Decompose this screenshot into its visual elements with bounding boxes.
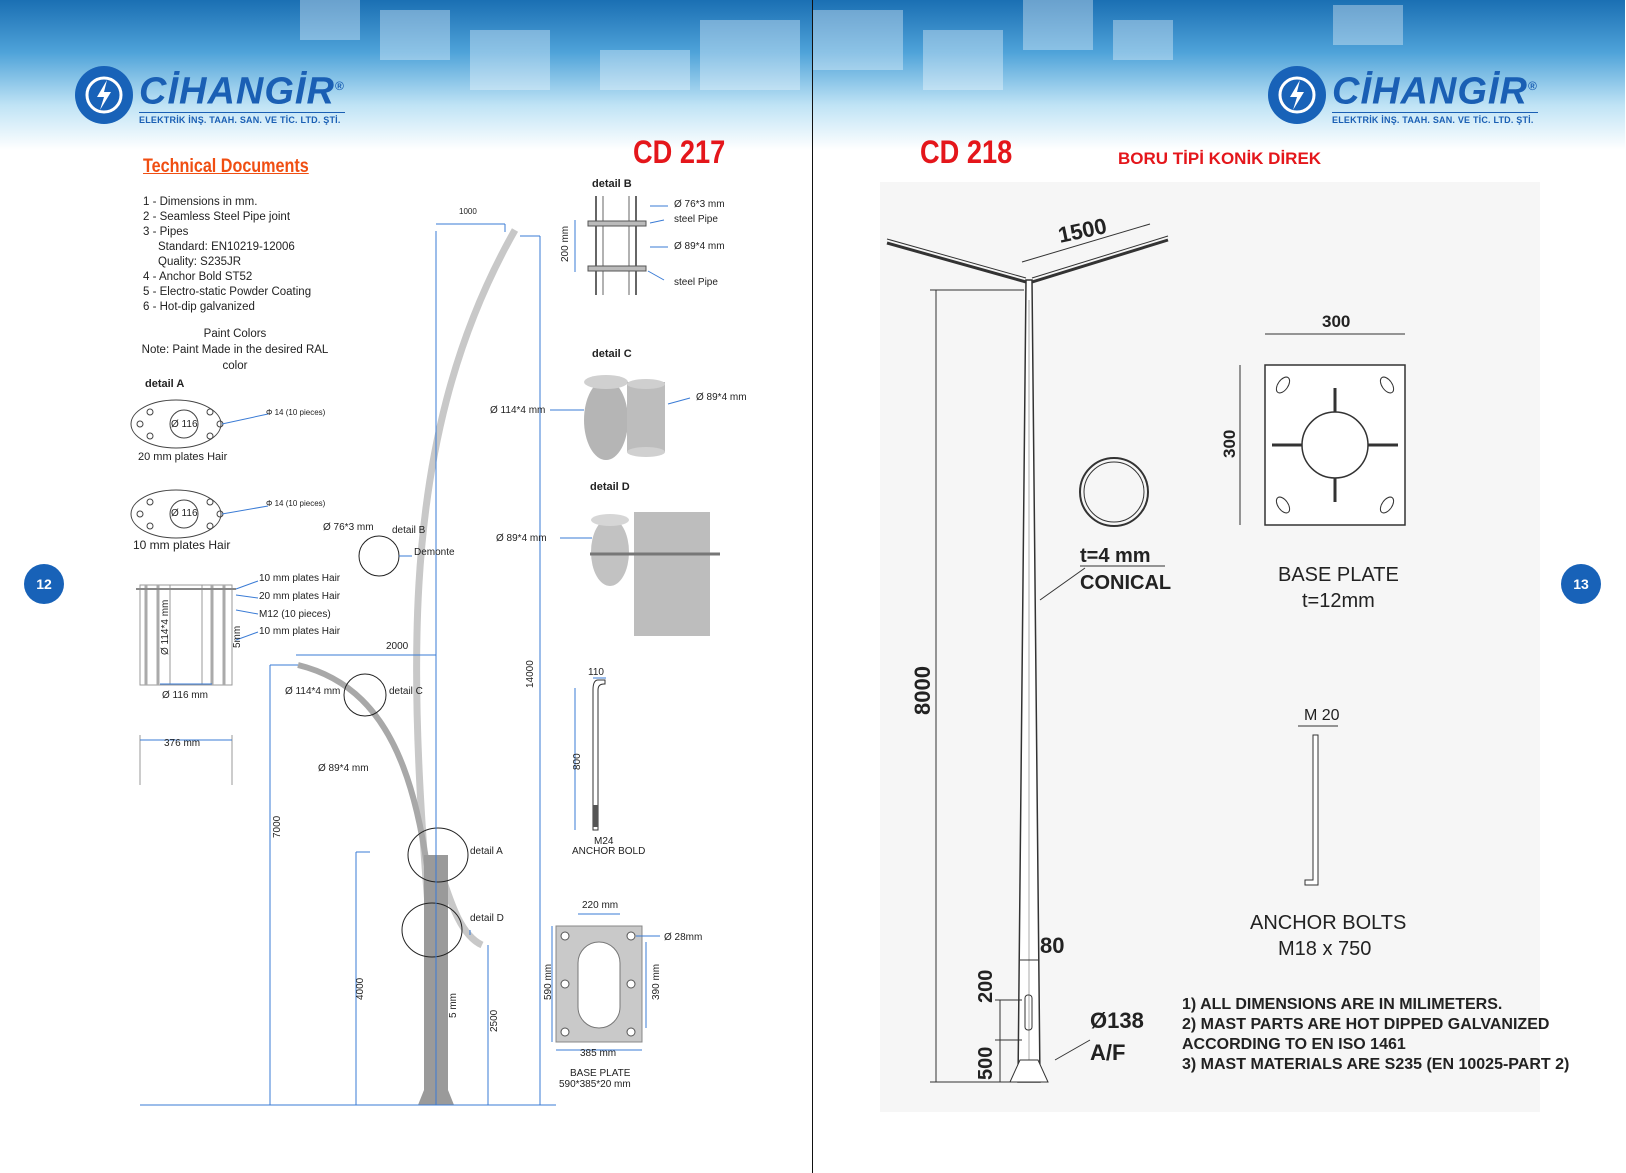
ref-detail-d: detail D [470, 913, 504, 924]
detail-a-side-label: 10 mm plates Hair [259, 626, 341, 637]
general-note: 1) ALL DIMENSIONS ARE IN MILIMETERS. [1182, 996, 1503, 1013]
note-item: 6 - Hot-dip galvanized [143, 301, 255, 313]
note-item: 1 - Dimensions in mm. [143, 196, 258, 208]
cd217-drawing [130, 196, 720, 1106]
detail-a-width: 376 mm [164, 738, 201, 749]
paint-colors: Paint Colors Note: Paint Made in the des… [130, 326, 340, 374]
detail-a-hole-label: Φ 14 (10 pieces) [266, 499, 326, 508]
company-logo: CİHANGİR® ELEKTRİK İNŞ. TAAH. SAN. VE Tİ… [1268, 66, 1538, 125]
cd218-drawing-area [880, 182, 1540, 1112]
detail-d-title: detail D [590, 481, 630, 493]
detail-a-hole-label: Φ 14 (10 pieces) [266, 408, 326, 417]
dim-base-dia: Ø138 [1090, 1008, 1144, 1033]
detail-a-plate-label: 10 mm plates Hair [133, 538, 231, 552]
dim-top-width: 1000 [459, 207, 477, 216]
thickness-label: t=4 mm [1080, 545, 1151, 567]
detail-a-base-dia: Ø 116 mm [162, 690, 208, 701]
section-title: Technical Documents [143, 156, 309, 177]
technical-notes: 1 - Dimensions in mm. 2 - Seamless Steel… [143, 195, 311, 315]
base-plate-thickness: t=12mm [1302, 590, 1375, 612]
detail-a-side-label: 10 mm plates Hair [259, 573, 341, 584]
ref-demonte: Demonte [414, 547, 455, 558]
company-logo: CİHANGİR® ELEKTRİK İNŞ. TAAH. SAN. VE Tİ… [75, 66, 345, 125]
brand-subtitle: ELEKTRİK İNŞ. TAAH. SAN. VE TİC. LTD. ŞT… [139, 111, 345, 125]
detail-b-label: Ø 76*3 mm [674, 199, 725, 210]
detail-b-label: steel Pipe [674, 277, 718, 288]
note-item: Quality: S235JR [158, 256, 242, 268]
general-note: 3) MAST MATERIALS ARE S235 (EN 10025-PAR… [1182, 1056, 1570, 1073]
detail-a-plate-label: 20 mm plates Hair [138, 451, 228, 463]
dim-arm-width: 2000 [386, 641, 409, 652]
conical-label: CONICAL [1080, 572, 1172, 594]
anchor-name: ANCHOR BOLD [572, 846, 646, 857]
base-plate-inner-w: 220 mm [582, 900, 619, 911]
ref-detail-a: detail A [470, 846, 503, 857]
anchor-bolts-title: ANCHOR BOLTS [1250, 912, 1407, 934]
detail-b-label: Ø 89*4 mm [674, 241, 725, 252]
page-number-badge: 13 [1561, 564, 1601, 604]
note-item: 5 - Electro-static Powder Coating [143, 286, 312, 298]
ref-detail-b: detail B [392, 525, 426, 536]
detail-a-side-label: M12 (10 pieces) [259, 609, 331, 620]
base-plate-title: BASE PLATE [570, 1068, 631, 1079]
model-title-cd217: CD 217 [633, 134, 726, 170]
note-item: 4 - Anchor Bold ST52 [143, 271, 253, 283]
detail-c-left: Ø 114*4 mm [490, 405, 546, 416]
detail-b-label: steel Pipe [674, 214, 718, 225]
detail-d-left: Ø 89*4 mm [496, 533, 547, 544]
general-note: 2) MAST PARTS ARE HOT DIPPED GALVANIZED [1182, 1016, 1550, 1033]
registered-mark: ® [1527, 79, 1538, 93]
product-title: BORU TİPİ KONİK DİREK [1118, 149, 1322, 168]
header-banner [0, 0, 812, 150]
dim-sleeve: 200 [975, 969, 997, 1003]
pole-label-76: Ø 76*3 mm [323, 522, 374, 533]
pole-label-89: Ø 89*4 mm [318, 763, 369, 774]
detail-c-title: detail C [592, 348, 632, 360]
anchor-bolts-spec: M18 x 750 [1278, 938, 1372, 960]
detail-a-side-label: 20 mm plates Hair [259, 591, 341, 602]
dim-top-dia: 80 [1040, 933, 1065, 958]
left-page: CİHANGİR® ELEKTRİK İNŞ. TAAH. SAN. VE Tİ… [0, 0, 812, 1173]
general-note: ACCORDING TO EN ISO 1461 [1182, 1036, 1406, 1053]
detail-c-right: Ø 89*4 mm [696, 392, 747, 403]
note-item: 3 - Pipes [143, 226, 189, 238]
note-item: 2 - Seamless Steel Pipe joint [143, 211, 291, 223]
base-plate-spec: 590*385*20 mm [559, 1079, 631, 1090]
page-number-badge: 12 [24, 564, 64, 604]
brand-name: CİHANGİR [139, 70, 335, 113]
base-plate-title: BASE PLATE [1278, 564, 1399, 586]
bolt-size: M 20 [1304, 707, 1340, 724]
paint-title: Paint Colors [203, 328, 267, 340]
page-spine [812, 0, 813, 1173]
base-plate-outer-w: 385 mm [580, 1048, 617, 1059]
base-plate-hole: Ø 28mm [664, 932, 703, 943]
note-item: Standard: EN10219-12006 [158, 241, 295, 253]
paint-note: Note: Paint Made in the desired RAL colo… [141, 344, 329, 372]
general-notes: 1) ALL DIMENSIONS ARE IN MILIMETERS. 2) … [1182, 995, 1569, 1075]
anchor-size: M24 [594, 836, 614, 847]
ref-detail-c: detail C [389, 686, 423, 697]
detail-a-dia-label: Ø 116 [171, 508, 198, 519]
lightning-bolt-icon [75, 66, 133, 124]
lightning-bolt-icon [1268, 66, 1326, 124]
dim-height: 8000 [910, 666, 935, 715]
detail-a-dia-label: Ø 116 [171, 419, 198, 430]
brand-name: CİHANGİR [1332, 70, 1528, 113]
brand-subtitle: ELEKTRİK İNŞ. TAAH. SAN. VE TİC. LTD. ŞT… [1332, 111, 1538, 125]
detail-b-title: detail B [592, 178, 632, 190]
anchor-hook: 110 [588, 667, 604, 678]
detail-a-title: detail A [145, 378, 185, 390]
model-title-cd218: CD 218 [920, 134, 1013, 170]
plate-width: 300 [1322, 312, 1351, 331]
header-banner [813, 0, 1625, 150]
dim-af: A/F [1090, 1040, 1126, 1065]
dim-base-height: 500 [975, 1046, 997, 1080]
plate-height: 300 [1220, 429, 1239, 458]
pole-label-114: Ø 114*4 mm [285, 686, 341, 697]
registered-mark: ® [334, 79, 345, 93]
